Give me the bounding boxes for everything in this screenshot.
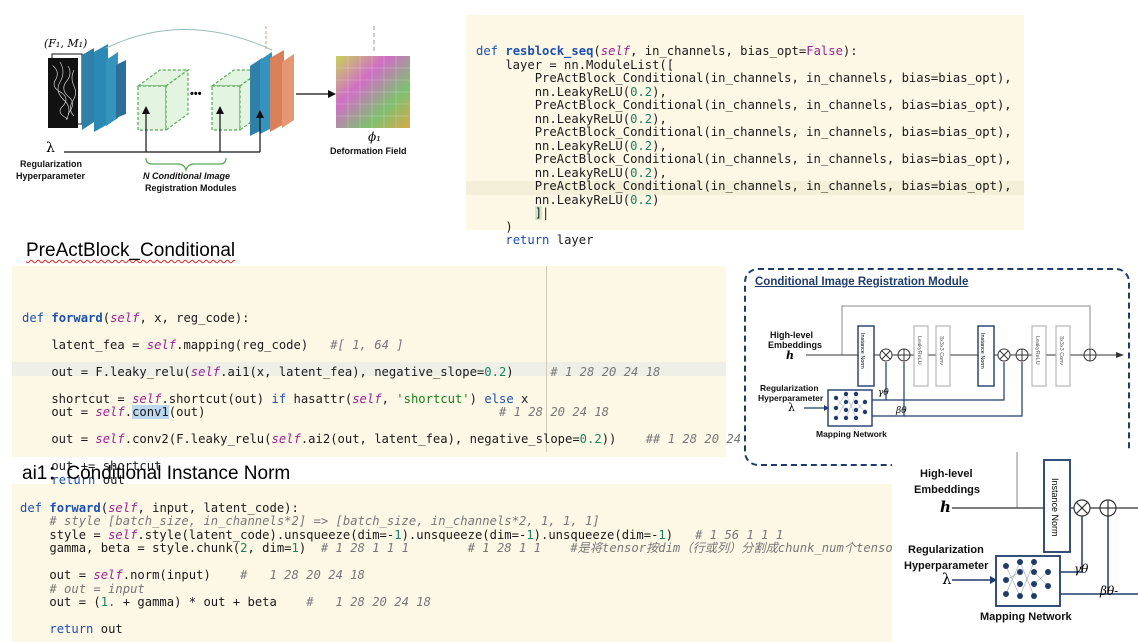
heading-preactblock: PreActBlock_Conditional bbox=[26, 240, 236, 261]
reg-label-line1: Regularization bbox=[20, 159, 83, 169]
modules-label-line2: Registration Modules bbox=[145, 183, 237, 193]
module-high-level-line2: Embeddings bbox=[768, 340, 823, 350]
deformation-field-label: Deformation Field bbox=[330, 146, 407, 156]
code-preact-forward: def forward(self, x, reg_code): latent_f… bbox=[12, 266, 763, 486]
zoom-beta: βθ- bbox=[1100, 584, 1119, 598]
module-leakyrelu-2: LeakyReLU bbox=[1034, 336, 1040, 365]
module-reg-line1: Regularization bbox=[760, 383, 819, 393]
zoom-instance-norm: Instance Norm bbox=[1050, 478, 1060, 537]
zoom-lambda: λ bbox=[942, 570, 952, 588]
architecture-diagram: (F₁, M₁) ••• λ Regularization Hyperparam… bbox=[10, 20, 450, 220]
zoom-high-level-line1: High-level bbox=[920, 468, 973, 480]
module-leakyrelu-1: LeakyReLU bbox=[916, 336, 922, 365]
module-h-symbol: h bbox=[786, 349, 794, 362]
f1m1-label: (F₁, M₁) bbox=[44, 37, 88, 50]
module-conv-1: 3x3x3 Conv bbox=[938, 336, 944, 366]
zoom-gamma: γθ bbox=[1074, 562, 1089, 576]
code-resblock-seq: def resblock_seq(self, in_channels, bias… bbox=[466, 15, 1024, 247]
module-lambda: λ bbox=[788, 401, 795, 414]
module-gamma: γθ bbox=[878, 388, 889, 398]
zoom-reg-line2: Hyperparameter bbox=[904, 560, 989, 572]
zoom-high-level-line2: Embeddings bbox=[914, 484, 981, 496]
module-mapping-label: Mapping Network bbox=[816, 429, 887, 439]
module-high-level-line1: High-level bbox=[770, 330, 814, 340]
zoom-mapping-label: Mapping Network bbox=[980, 611, 1072, 623]
heading-ai1: ai1：Conditional Instance Norm bbox=[22, 463, 291, 484]
zoom-reg-line1: Regularization bbox=[908, 544, 984, 556]
dots-label: ••• bbox=[190, 88, 202, 100]
lambda-label: λ bbox=[46, 140, 55, 156]
module-beta: βθ bbox=[896, 406, 907, 416]
module-title: Conditional Image Registration Module bbox=[755, 276, 969, 288]
module-diagram: Conditional Image Registration Module bbox=[744, 268, 1130, 466]
modules-label-line1: N Conditional Image bbox=[143, 171, 231, 181]
zoom-diagram: High-level Embeddings h Regularization H… bbox=[892, 452, 1138, 640]
zoom-h-symbol: h bbox=[940, 498, 951, 516]
module-instance-norm-2: Instance Norm bbox=[979, 333, 985, 369]
module-conv-2: 3x3x3 Conv bbox=[1058, 336, 1064, 366]
module-instance-norm-1: Instance Norm bbox=[859, 333, 865, 369]
phi-label: ϕ₁ bbox=[368, 130, 381, 144]
reg-label-line2: Hyperparameter bbox=[16, 171, 86, 181]
module-reg-line2: Hyperparameter bbox=[758, 393, 824, 403]
code-cin-forward: def forward(self, input, latent_code): #… bbox=[12, 484, 892, 642]
